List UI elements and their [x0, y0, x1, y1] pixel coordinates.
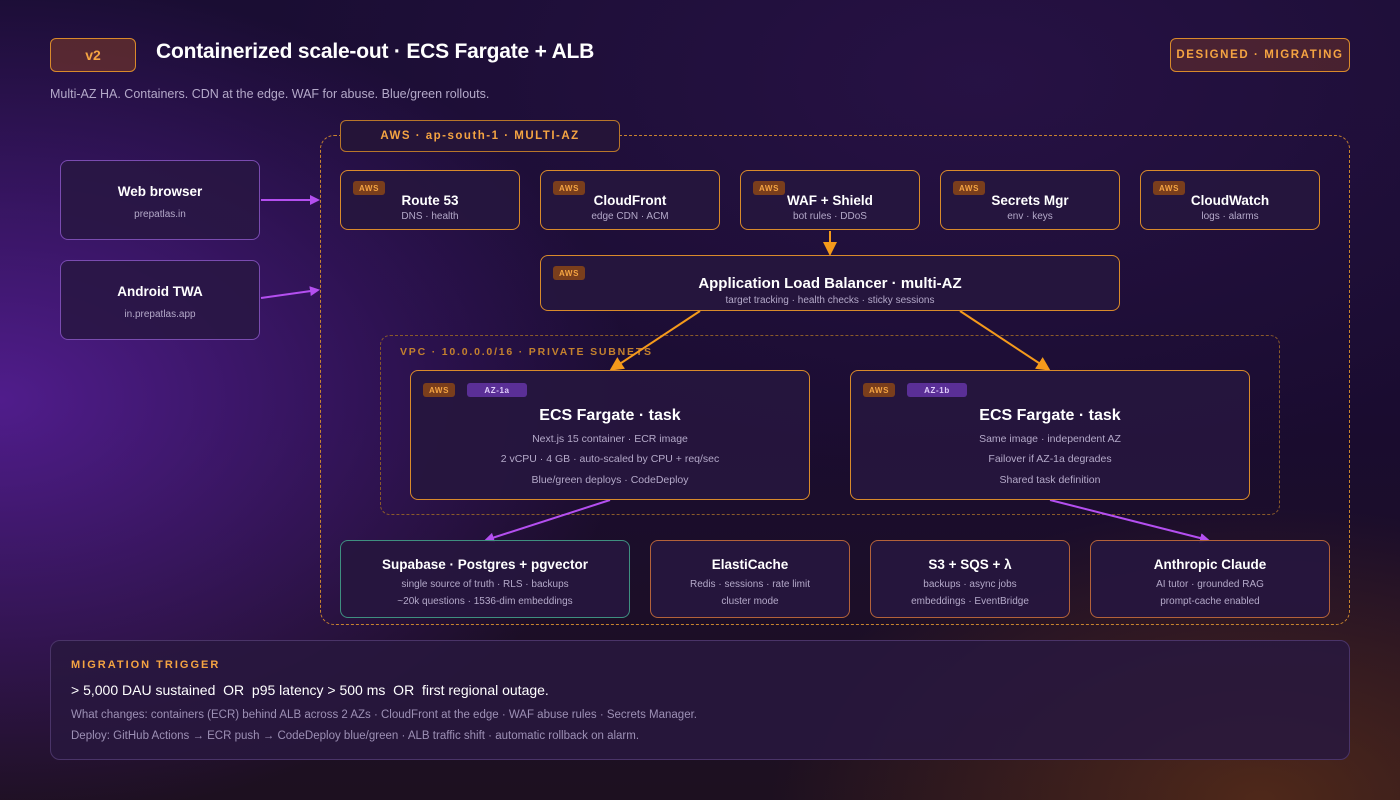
application-load-balancer: AWS Application Load Balancer · multi-AZ…: [540, 255, 1120, 311]
task-detail: Failover if AZ-1a degrades: [988, 453, 1112, 465]
task-detail: Same image · independent AZ: [979, 433, 1121, 445]
backend-supabase: Supabase · Postgres + pgvector single so…: [340, 540, 630, 618]
migration-trigger-condition: > 5,000 DAU sustained OR p95 latency > 5…: [71, 682, 549, 698]
service-route53: AWS Route 53 DNS · health: [340, 170, 520, 230]
backend-detail: Redis · sessions · rate limit: [689, 579, 811, 590]
task-detail: 2 vCPU · 4 GB · auto-scaled by CPU + req…: [500, 453, 720, 465]
backend-title: ElastiCache: [711, 557, 789, 572]
task-detail: Shared task definition: [999, 474, 1101, 486]
service-subtitle: env · keys: [1007, 211, 1053, 222]
aws-tag: AWS: [863, 383, 896, 397]
task-detail: Next.js 15 container · ECR image: [532, 433, 688, 445]
service-secrets-manager: AWS Secrets Mgr env · keys: [940, 170, 1120, 230]
migration-deploy: Deploy: GitHub Actions → ECR push → Code…: [71, 730, 640, 742]
alb-title: Application Load Balancer · multi-AZ: [698, 275, 962, 292]
client-subtitle: prepatlas.in: [134, 209, 186, 220]
alb-subtitle: target tracking · health checks · sticky…: [725, 295, 935, 306]
task-title: ECS Fargate · task: [539, 407, 681, 424]
backend-detail: single source of truth · RLS · backups: [401, 579, 569, 590]
client-subtitle: in.prepatlas.app: [124, 309, 196, 320]
backend-detail: AI tutor · grounded RAG: [1156, 579, 1264, 590]
az-tag: AZ-1b: [907, 383, 967, 397]
task-title: ECS Fargate · task: [979, 407, 1121, 424]
task-detail: Blue/green deploys · CodeDeploy: [531, 474, 689, 486]
backend-title: Anthropic Claude: [1153, 557, 1267, 572]
aws-tag: AWS: [423, 383, 456, 397]
client-android-twa: Android TWA in.prepatlas.app: [60, 260, 260, 340]
arrow-android-to-aws: [260, 286, 320, 299]
aws-tag: AWS: [753, 181, 786, 195]
service-title: CloudWatch: [1190, 193, 1270, 208]
aws-tag: AWS: [953, 181, 986, 195]
client-web-browser: Web browser prepatlas.in: [60, 160, 260, 240]
aws-tag: AWS: [553, 181, 586, 195]
aws-region-frame: [320, 135, 1350, 625]
backend-detail: ~20k questions · 1536-dim embeddings: [397, 596, 573, 607]
migration-trigger-panel: MIGRATION TRIGGER > 5,000 DAU sustained …: [50, 640, 1350, 760]
aws-region-label: AWS · ap-south-1 · MULTI-AZ: [340, 120, 620, 152]
aws-tag: AWS: [553, 266, 586, 280]
az-tag: AZ-1a: [467, 383, 527, 397]
service-subtitle: DNS · health: [401, 211, 459, 222]
aws-tag: AWS: [1153, 181, 1186, 195]
backend-title: Supabase · Postgres + pgvector: [382, 557, 588, 572]
backend-elasticache: ElastiCache Redis · sessions · rate limi…: [650, 540, 850, 618]
aws-tag: AWS: [353, 181, 386, 195]
service-cloudwatch: AWS CloudWatch logs · alarms: [1140, 170, 1320, 230]
backend-detail: backups · async jobs: [923, 579, 1017, 590]
service-title: Route 53: [401, 193, 459, 208]
vpc-frame: [380, 335, 1280, 515]
status-badge: DESIGNED · MIGRATING: [1170, 38, 1350, 72]
page-subtitle: Multi-AZ HA. Containers. CDN at the edge…: [50, 87, 490, 101]
service-subtitle: logs · alarms: [1201, 211, 1259, 222]
client-title: Android TWA: [117, 284, 203, 299]
vpc-label: VPC · 10.0.0.0/16 · PRIVATE SUBNETS: [400, 346, 653, 358]
service-title: Secrets Mgr: [991, 193, 1069, 208]
ecs-task-az-1b: AWS AZ-1b ECS Fargate · task Same image …: [850, 370, 1250, 500]
migration-changes: What changes: containers (ECR) behind AL…: [71, 709, 697, 721]
page-title: Containerized scale-out · ECS Fargate + …: [156, 40, 595, 63]
backend-detail: embeddings · EventBridge: [911, 596, 1029, 607]
version-badge: v2: [50, 38, 136, 72]
service-subtitle: bot rules · DDoS: [793, 211, 867, 222]
backend-anthropic-claude: Anthropic Claude AI tutor · grounded RAG…: [1090, 540, 1330, 618]
backend-detail: prompt-cache enabled: [1160, 596, 1260, 607]
migration-trigger-label: MIGRATION TRIGGER: [71, 659, 221, 671]
service-waf-shield: AWS WAF + Shield bot rules · DDoS: [740, 170, 920, 230]
client-title: Web browser: [117, 184, 203, 199]
backend-detail: cluster mode: [721, 596, 779, 607]
service-subtitle: edge CDN · ACM: [591, 211, 669, 222]
backend-title: S3 + SQS + λ: [928, 557, 1012, 572]
ecs-task-az-1a: AWS AZ-1a ECS Fargate · task Next.js 15 …: [410, 370, 810, 500]
service-title: CloudFront: [593, 193, 667, 208]
backend-s3-sqs-lambda: S3 + SQS + λ backups · async jobs embedd…: [870, 540, 1070, 618]
service-title: WAF + Shield: [787, 193, 873, 208]
service-cloudfront: AWS CloudFront edge CDN · ACM: [540, 170, 720, 230]
